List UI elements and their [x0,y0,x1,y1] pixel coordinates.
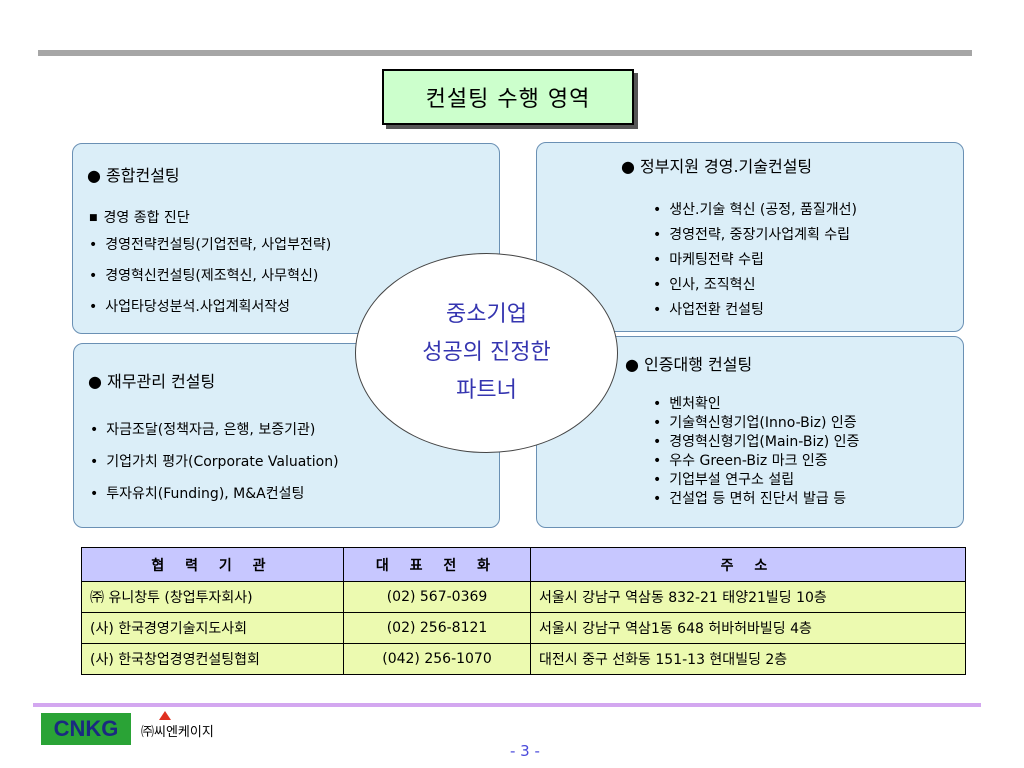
panel-government-consulting: ● 정부지원 경영.기술컨설팅 •생산.기술 혁신 (공정, 품질개선) •경영… [536,142,964,332]
list-item: •경영전략, 중장기사업계획 수립 [653,227,851,243]
panel-list: •자금조달(정책자금, 은행, 보증기관) •기업가치 평가(Corporate… [90,414,339,510]
list-item: •경영혁신형기업(Main-Biz) 인증 [653,434,860,450]
panel-list: ■경영 종합 진단 •경영전략컨설팅(기업전략, 사업부전략) •경영혁신컨설팅… [89,205,331,321]
bullet-icon: • [90,422,99,438]
list-item: •사업타당성분석.사업계획서작성 [89,299,291,315]
panel-heading: ● 종합컨설팅 [87,166,180,185]
list-item: •사업전환 컨설팅 [653,302,764,318]
bullet-icon: • [653,434,662,450]
table-row: (사) 한국경영기술지도사회 (02) 256-8121 서울시 강남구 역삼1… [81,612,966,644]
slide-title: 컨설팅 수행 영역 [382,69,634,125]
list-item: •생산.기술 혁신 (공정, 품질개선) [653,202,857,218]
bullet-icon: • [89,237,98,253]
list-item: •경영혁신컨설팅(제조혁신, 사무혁신) [89,268,319,284]
panel-heading: ● 정부지원 경영.기술컨설팅 [621,157,813,176]
partner-table: 협 력 기 관 대 표 전 화 주 소 ㈜ 유니창투 (창업투자회사) (02)… [81,547,966,675]
bullet-icon: • [653,453,662,469]
bullet-icon: • [653,227,662,243]
top-divider [38,50,972,56]
phone-cell: (042) 256-1070 [343,643,531,675]
list-item: •건설업 등 면허 진단서 발급 등 [653,491,847,507]
organization-cell: (사) 한국경영기술지도사회 [81,612,344,644]
center-circle: 중소기업 성공의 진정한 파트너 [355,253,618,453]
bullet-icon: • [653,302,662,318]
square-bullet-icon: ■ [89,213,98,223]
organization-cell: (사) 한국창업경영컨설팅협회 [81,643,344,675]
organization-cell: ㈜ 유니창투 (창업투자회사) [81,581,344,613]
company-name: ㈜씨엔케이지 [141,725,214,740]
bullet-icon: • [89,268,98,284]
column-header-address: 주 소 [530,547,966,582]
bullet-icon: • [653,202,662,218]
center-text-line: 중소기업 [446,302,527,327]
bullet-icon: • [653,396,662,412]
bullet-icon: • [653,252,662,268]
phone-cell: (02) 567-0369 [343,581,531,613]
logo-triangle-icon [159,711,171,720]
address-cell: 대전시 중구 선화동 151-13 현대빌딩 2층 [530,643,966,675]
list-item: •인사, 조직혁신 [653,277,756,293]
bullet-icon: • [653,415,662,431]
bullet-icon: • [90,454,99,470]
address-cell: 서울시 강남구 역삼동 832-21 태양21빌딩 10층 [530,581,966,613]
bullet-icon: • [89,299,98,315]
center-text-line: 파트너 [456,378,517,403]
bullet-icon: • [90,486,99,502]
list-item: •자금조달(정책자금, 은행, 보증기관) [90,422,316,438]
list-item: •기업가치 평가(Corporate Valuation) [90,454,339,470]
column-header-organization: 협 력 기 관 [81,547,344,582]
panel-heading: ● 인증대행 컨설팅 [625,355,753,374]
bullet-icon: • [653,491,662,507]
list-item: •기업부설 연구소 설립 [653,472,795,488]
list-item: •경영전략컨설팅(기업전략, 사업부전략) [89,237,332,253]
list-item: ■경영 종합 진단 [89,210,190,226]
list-item: •벤처확인 [653,396,721,412]
table-row: (사) 한국창업경영컨설팅협회 (042) 256-1070 대전시 중구 선화… [81,643,966,675]
logo-text: CNKG [53,716,119,741]
bullet-icon: • [653,277,662,293]
panel-heading: ● 재무관리 컨설팅 [88,372,216,391]
panel-list: •생산.기술 혁신 (공정, 품질개선) •경영전략, 중장기사업계획 수립 •… [653,198,857,323]
panel-comprehensive-consulting: ● 종합컨설팅 ■경영 종합 진단 •경영전략컨설팅(기업전략, 사업부전략) … [72,143,500,334]
list-item: •우수 Green-Biz 마크 인증 [653,453,828,469]
table-row: ㈜ 유니창투 (창업투자회사) (02) 567-0369 서울시 강남구 역삼… [81,581,966,613]
address-cell: 서울시 강남구 역삼1동 648 허바허바빌딩 4층 [530,612,966,644]
list-item: •투자유치(Funding), M&A컨설팅 [90,486,305,502]
table-header-row: 협 력 기 관 대 표 전 화 주 소 [81,547,966,582]
bottom-divider [33,703,981,707]
company-logo: CNKG [41,711,171,745]
page-number: - 3 - [510,742,540,760]
panel-list: •벤처확인 •기술혁신형기업(Inno-Biz) 인증 •경영혁신형기업(Mai… [653,395,859,509]
list-item: •마케팅전략 수립 [653,252,764,268]
column-header-phone: 대 표 전 화 [343,547,531,582]
bullet-icon: • [653,472,662,488]
phone-cell: (02) 256-8121 [343,612,531,644]
list-item: •기술혁신형기업(Inno-Biz) 인증 [653,415,857,431]
center-text-line: 성공의 진정한 [422,340,551,365]
